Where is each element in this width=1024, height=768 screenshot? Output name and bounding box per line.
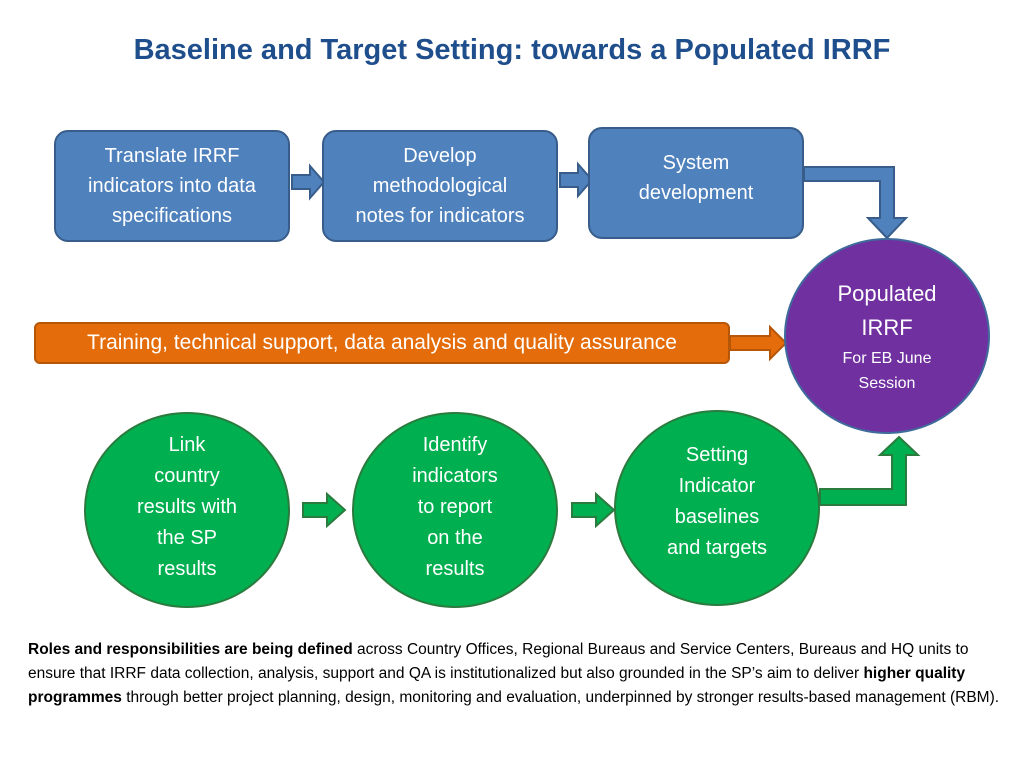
step-line: Link (168, 433, 206, 456)
arrow-bent-down (803, 166, 909, 240)
arrow-orange (729, 324, 788, 362)
arrow-top-1 (291, 163, 326, 201)
step-line: results with (136, 495, 238, 518)
step-link-results: Link country results with the SP results (84, 412, 290, 608)
outcome-main-line: Populated (837, 281, 937, 306)
arrow-top-2 (559, 161, 594, 199)
page-title: Baseline and Target Setting: towards a P… (133, 34, 891, 66)
step-line: the SP (156, 526, 218, 549)
step-line: methodological (372, 175, 508, 197)
step-line: results (425, 557, 485, 580)
step-line: notes for indicators (355, 205, 525, 227)
footer-paragraph: Roles and responsibilities are being def… (28, 638, 1000, 710)
step-translate-indicators: Translate IRRF indicators into data spec… (54, 130, 290, 242)
footer-text-1: across Country Offices, Regional Bureaus… (28, 641, 969, 682)
step-line: indicators into data (88, 175, 256, 197)
arrow-bottom-2 (571, 491, 616, 529)
step-line: System (662, 152, 730, 174)
footer-text-2: through better project planning, design,… (121, 689, 1000, 706)
step-setting-baselines: Setting Indicator baselines and targets (614, 410, 820, 606)
step-line: baselines (674, 506, 760, 528)
step-line: indicators (412, 464, 498, 487)
step-line: Indicator (678, 475, 756, 497)
arrow-bottom-1 (302, 491, 347, 529)
step-line: Translate IRRF (104, 145, 240, 167)
outcome-populated-irrf: Populated IRRF For EB June Session (784, 238, 990, 434)
support-bar: Training, technical support, data analys… (34, 322, 730, 364)
outcome-main-line: IRRF (861, 315, 913, 340)
footer-bold-quality: higher quality programmes (28, 665, 966, 706)
outcome-sub-line: For EB June (842, 350, 932, 367)
footer-bold-roles: Roles and responsibilities are being def… (28, 641, 353, 658)
outcome-sub-line: Session (858, 375, 916, 392)
step-line: Identify (422, 433, 488, 456)
step-line: to report (417, 495, 493, 518)
arrow-bent-up (819, 435, 921, 506)
step-line: Setting (685, 444, 749, 466)
step-line: development (638, 182, 754, 204)
step-system-development: System development (588, 127, 804, 239)
step-line: on the (427, 526, 483, 549)
step-line: results (157, 557, 217, 580)
step-line: specifications (111, 205, 233, 227)
step-line: country (154, 464, 220, 487)
step-line: and targets (666, 537, 768, 559)
step-identify-indicators: Identify indicators to report on the res… (352, 412, 558, 608)
step-develop-notes: Develop methodological notes for indicat… (322, 130, 558, 242)
step-line: Develop (403, 145, 477, 167)
